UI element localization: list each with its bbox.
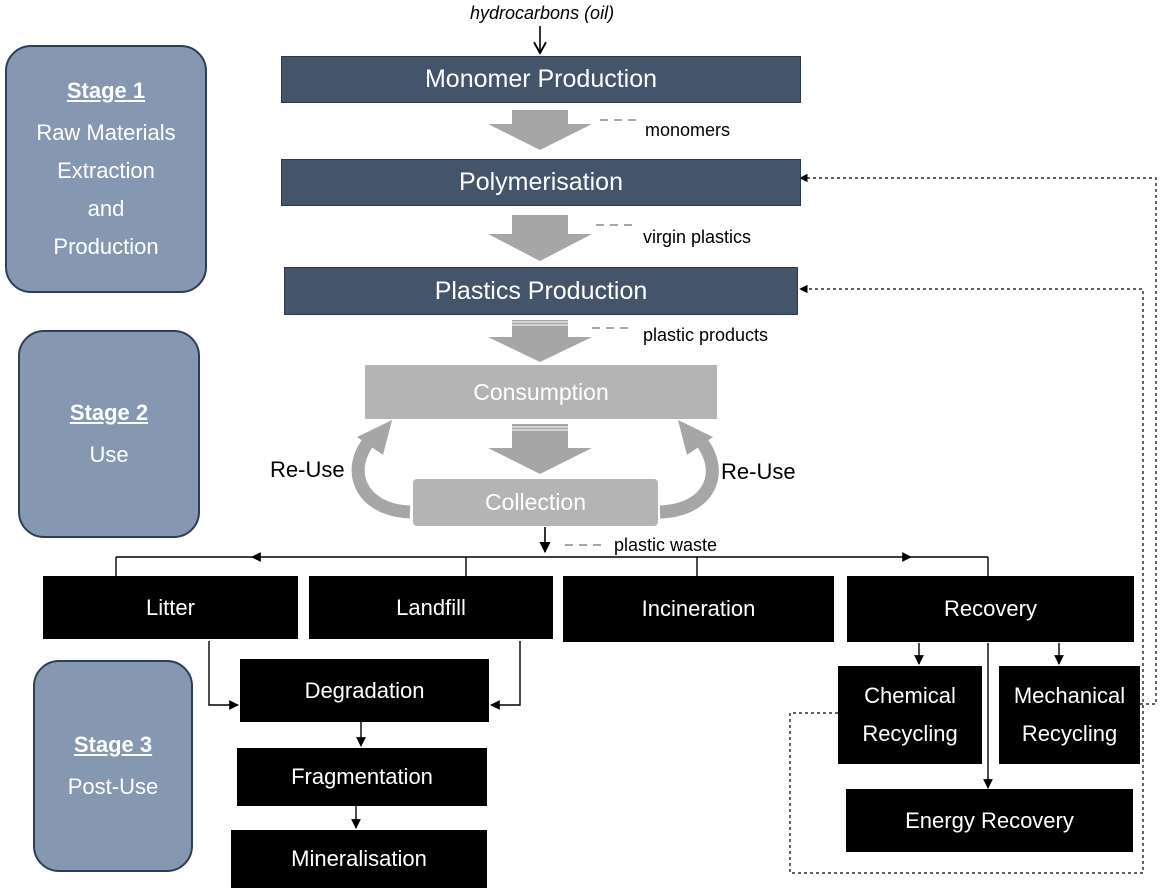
block-arrow-collection (488, 424, 592, 474)
stage-1-line-3: and (87, 196, 125, 221)
stage-1-title: Stage 1 (66, 78, 146, 103)
reuse-right-label: Re-Use (721, 459, 796, 484)
litter-box: Litter (43, 576, 298, 639)
stage-1-line-2: Extraction (57, 158, 155, 183)
polymerisation-box: Polymerisation (281, 159, 801, 206)
reuse-left-label: Re-Use (270, 457, 345, 482)
monomers-label: monomers (645, 120, 731, 140)
consumption-box: Consumption (365, 365, 717, 419)
reuse-arrow-left (351, 420, 411, 519)
mineralisation-box: Mineralisation (231, 830, 487, 888)
stage-3-panel: Stage 3 Post-Use (33, 660, 193, 872)
degradation-box: Degradation (240, 659, 489, 722)
reuse-arrow-right (659, 420, 719, 519)
loop-mechanical-to-polymerisation (799, 173, 1157, 705)
energy-recovery-box: Energy Recovery (846, 789, 1133, 852)
plastics-production-box: Plastics Production (284, 267, 798, 315)
virgin-plastics-label: virgin plastics (643, 227, 752, 247)
stage-1-line-4: Production (53, 234, 159, 259)
stage-2-panel: Stage 2 Use (18, 330, 200, 538)
stage-3-line-1: Post-Use (67, 774, 159, 799)
block-arrow-monomers (488, 110, 592, 150)
plastic-products-label: plastic products (643, 325, 769, 345)
stage-2-title: Stage 2 (69, 400, 149, 425)
incineration-box: Incineration (563, 576, 834, 642)
hydrocarbons-label: hydrocarbons (oil) (470, 3, 615, 23)
recovery-box: Recovery (847, 576, 1134, 642)
stage-2-line-1: Use (89, 442, 129, 467)
chemical-recycling-box: Chemical Recycling (838, 666, 982, 764)
block-arrow-products (488, 320, 592, 362)
mechanical-recycling-box: Mechanical Recycling (999, 666, 1140, 764)
stage-3-title: Stage 3 (73, 732, 153, 757)
plastic-waste-label: plastic waste (614, 535, 718, 555)
chemical-recycling-line-1: Chemical (864, 683, 956, 708)
chemical-recycling-line-2: Recycling (862, 721, 958, 746)
stage-1-line-1: Raw Materials (36, 120, 176, 145)
monomer-production-box: Monomer Production (281, 56, 801, 103)
mechanical-recycling-line-1: Mechanical (1013, 683, 1126, 708)
collection-box: Collection (413, 479, 658, 526)
stage-1-panel: Stage 1 Raw Materials Extraction and Pro… (5, 45, 207, 293)
mechanical-recycling-line-2: Recycling (1021, 721, 1118, 746)
block-arrow-virgin (488, 215, 592, 261)
fragmentation-box: Fragmentation (237, 748, 487, 806)
landfill-box: Landfill (309, 576, 553, 639)
loop-chemical-to-plastics (789, 284, 1144, 874)
